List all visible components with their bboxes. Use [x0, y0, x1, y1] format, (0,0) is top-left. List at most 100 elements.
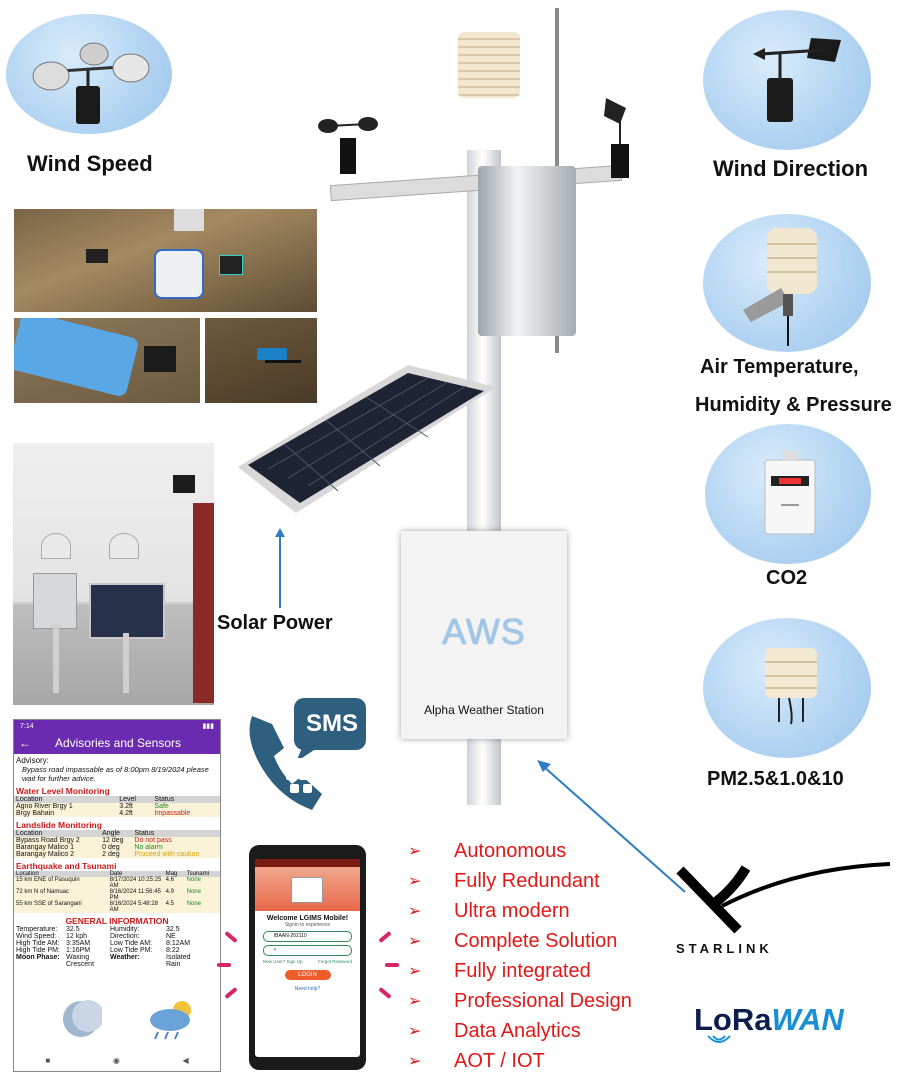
- air-temp-label-line2: Humidity & Pressure: [695, 394, 892, 416]
- list-item: ➢Complete Solution: [408, 929, 618, 952]
- solar-panel-icon: [238, 365, 496, 513]
- station-wind-vane: [600, 96, 640, 182]
- pm-label: PM2.5&1.0&10: [707, 768, 844, 790]
- solar-power-label: Solar Power: [217, 612, 333, 634]
- back-arrow-icon[interactable]: ←: [19, 736, 31, 750]
- status-time: 7:14: [20, 722, 34, 730]
- list-item: ➢Fully integrated: [408, 959, 591, 982]
- help-link[interactable]: Need help?: [294, 986, 321, 992]
- solar-arrow: [279, 533, 281, 608]
- moon-icon: [63, 1000, 102, 1037]
- welcome-text: Welcome LGIMS Mobile!: [266, 915, 349, 922]
- signal-dash: [224, 986, 238, 1000]
- solar-arrow-head: [275, 528, 285, 537]
- list-item: ➢Fully Redundant: [408, 869, 600, 892]
- login-hero-image: [255, 867, 360, 911]
- col-location: Location: [14, 796, 118, 803]
- login-phone: Welcome LGIMS Mobile! Signin to experien…: [249, 845, 366, 1070]
- arrow-bullet-icon: ➢: [408, 1023, 422, 1040]
- nav-back-icon[interactable]: ◀: [182, 1056, 189, 1065]
- login-status-bar: [255, 859, 360, 867]
- nav-home-icon[interactable]: ◉: [112, 1056, 120, 1065]
- station-anemometer: [318, 108, 378, 178]
- login-screen: Welcome LGIMS Mobile! Signin to experien…: [255, 859, 360, 1057]
- signal-dash: [378, 986, 392, 1000]
- aws-subtitle: Alpha Weather Station: [424, 703, 544, 717]
- rain-cloud-icon: [150, 1001, 191, 1040]
- signal-dash: [385, 963, 399, 967]
- general-heading: GENERAL INFORMATION: [65, 916, 169, 926]
- arrow-bullet-icon: ➢: [408, 873, 422, 890]
- phone-sms-icon: [249, 698, 366, 810]
- signal-dash: [378, 930, 392, 944]
- sms-icon: SMS: [244, 698, 370, 818]
- list-item: ➢Professional Design: [408, 989, 632, 1012]
- water-heading: Water Level Monitoring: [16, 786, 110, 796]
- soil-sensor-photo-2: [14, 318, 200, 403]
- wind-direction-label: Wind Direction: [713, 156, 869, 181]
- login-button[interactable]: LOGIN: [284, 970, 331, 980]
- anemometer-icon: [32, 42, 150, 124]
- advisories-phone: 7:14 ▮▮▮ ← Advisories and Sensors Adviso…: [13, 719, 221, 1072]
- forgot-password-link[interactable]: Forgot Password: [317, 959, 352, 964]
- nav-bar: ■ ◉ ◀: [14, 1056, 220, 1065]
- radiation-shield: [458, 32, 520, 98]
- signup-link[interactable]: New User? Sign Up: [263, 959, 303, 964]
- features-list: ➢Autonomous ➢Fully Redundant ➢Ultra mode…: [408, 836, 678, 1076]
- battery-icon: ▮▮▮: [202, 723, 214, 730]
- arrow-bullet-icon: ➢: [408, 933, 422, 950]
- air-temp-circle: [703, 214, 871, 352]
- wind-speed-circle: [6, 14, 172, 134]
- lorawan-lo: LoRa: [694, 1002, 772, 1037]
- arrow-bullet-icon: ➢: [408, 963, 422, 980]
- aws-title: AWS: [442, 611, 526, 652]
- list-item: ➢Data Analytics: [408, 1019, 581, 1042]
- advisory-text: Bypass road impassable as of 8:00pm 8/19…: [22, 765, 209, 783]
- wind-direction-circle: [703, 10, 871, 150]
- username-field[interactable]: lBAAN-202110: [263, 931, 352, 942]
- solar-panel: [238, 365, 496, 513]
- pm-sensor-icon: [765, 648, 817, 725]
- starlink-arrow: [537, 760, 686, 893]
- starlink-label: STARLINK: [676, 941, 773, 956]
- arrow-bullet-icon: ➢: [408, 843, 422, 860]
- list-item: ➢Ultra modern: [408, 899, 570, 922]
- anemometer-small-icon: [318, 117, 378, 174]
- co2-label: CO2: [766, 567, 808, 589]
- arrow-bullet-icon: ➢: [408, 993, 422, 1010]
- app-bar: ← Advisories and Sensors: [14, 732, 220, 754]
- lorawan-signal-icon: [707, 1035, 731, 1043]
- rain-gauge: [478, 166, 576, 336]
- starlink-logo-icon: [676, 862, 891, 934]
- list-item: ➢Autonomous: [408, 839, 567, 862]
- lorawan-logo: LoRaWAN: [694, 1002, 844, 1038]
- app-title: Advisories and Sensors: [54, 736, 182, 750]
- air-temp-label-line1: Air Temperature,: [700, 356, 859, 378]
- wind-vane-small-icon: [604, 98, 629, 178]
- wind-vane-icon: [753, 38, 841, 122]
- password-field[interactable]: •: [263, 945, 352, 956]
- list-item: ➢AOT / IOT: [408, 1049, 545, 1072]
- co2-circle: [705, 424, 871, 564]
- soil-sensor-photo-3: [205, 318, 317, 403]
- signal-dash: [217, 963, 231, 967]
- advisory-label: Advisory:: [16, 756, 49, 765]
- nav-recent-icon[interactable]: ■: [45, 1056, 51, 1065]
- status-bar: 7:14 ▮▮▮: [14, 720, 220, 732]
- col-level: Level: [117, 796, 153, 803]
- signin-text: Signin to experience: [284, 922, 331, 928]
- signal-dash: [224, 930, 238, 944]
- pm-circle: [703, 618, 871, 758]
- installation-photo: [13, 443, 214, 705]
- co2-sensor-icon: [764, 450, 816, 535]
- arrow-bullet-icon: ➢: [408, 903, 422, 920]
